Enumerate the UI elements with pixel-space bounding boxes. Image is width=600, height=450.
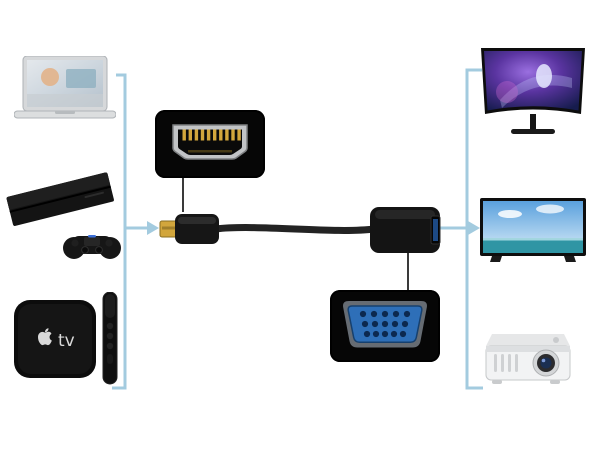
projector-vents xyxy=(494,354,518,372)
streaming-box-logo-text: tv xyxy=(58,331,75,351)
game-console-icon xyxy=(6,156,122,272)
console-body xyxy=(6,172,114,226)
curved-gaming-monitor-icon xyxy=(480,48,586,144)
monitor-stand xyxy=(530,114,536,129)
projector-top xyxy=(486,334,570,346)
flow-arrow-left-icon xyxy=(147,221,159,235)
remote-icon xyxy=(102,291,118,385)
laptop-icon xyxy=(13,55,117,126)
gamepad-icon xyxy=(63,235,121,259)
apple-logo-icon xyxy=(38,328,52,346)
streaming-box-icon: tv xyxy=(14,291,118,390)
hdmi-pins xyxy=(182,129,241,141)
vga-port-closeup-icon xyxy=(330,290,440,362)
hdmi-plug-closeup-icon xyxy=(155,110,265,178)
hdmi-to-vga-adapter-icon xyxy=(150,200,450,264)
adapter-cable xyxy=(212,224,378,234)
television-icon xyxy=(480,198,586,268)
vga-pin-holes xyxy=(359,310,411,338)
monitor-screen xyxy=(484,51,582,111)
projector-icon xyxy=(482,326,574,396)
flow-arrow-right-icon xyxy=(468,221,480,235)
